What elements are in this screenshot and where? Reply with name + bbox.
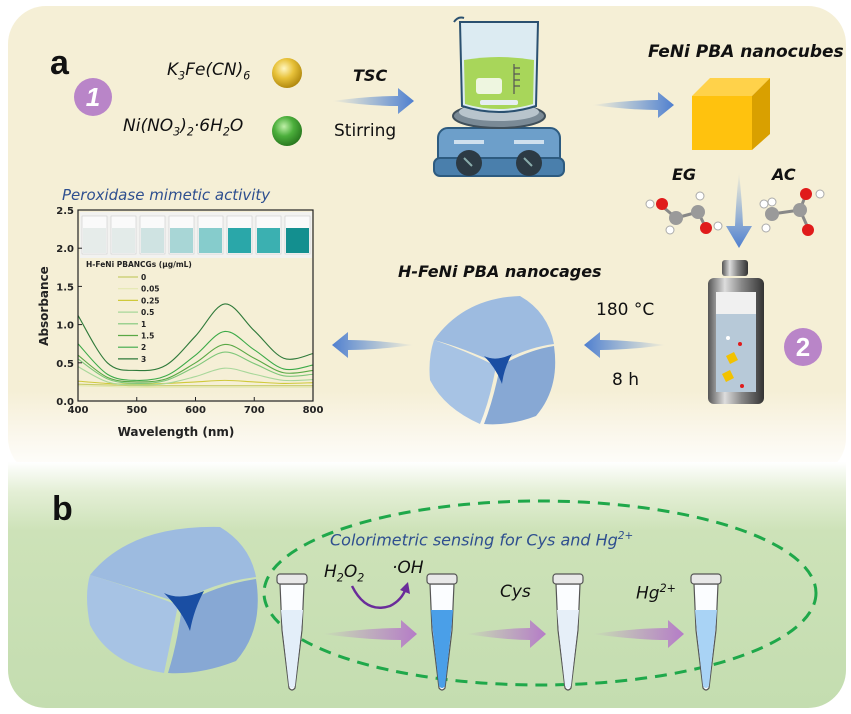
inset-vial-solution bbox=[141, 228, 164, 253]
x-tick-label: 800 bbox=[303, 405, 324, 416]
y-tick-label: 0.0 bbox=[56, 397, 74, 408]
x-tick-label: 500 bbox=[126, 405, 147, 416]
h2o2-label: H2O2 bbox=[324, 562, 365, 585]
chart-title: Peroxidase mimetic activity bbox=[62, 186, 271, 204]
y-tick-label: 2.5 bbox=[56, 206, 74, 217]
tube-after-cys bbox=[552, 573, 584, 691]
panel-b-label: b bbox=[52, 490, 73, 528]
legend-label-0.05: 0.05 bbox=[141, 285, 160, 294]
series-line-1 bbox=[77, 351, 314, 385]
inset-vial-solution bbox=[257, 228, 280, 253]
left-arrow-icon bbox=[332, 332, 414, 358]
legend-label-1.5: 1.5 bbox=[141, 332, 154, 341]
sensing-title: Colorimetric sensing for Cys and Hg2+ bbox=[330, 530, 634, 550]
legend-label-3: 3 bbox=[141, 355, 146, 364]
legend: 0 0.05 0.25 0.5 1 1.5 2 3 bbox=[118, 273, 160, 364]
legend-label-0: 0 bbox=[141, 273, 146, 282]
tube-initial bbox=[276, 573, 308, 691]
stirrer-beaker-icon bbox=[433, 16, 565, 177]
autoclave-icon bbox=[708, 260, 764, 404]
right-arrow-icon bbox=[592, 620, 684, 648]
arrow-1-top-label: TSC bbox=[353, 66, 388, 85]
molecule-models-icon bbox=[645, 188, 825, 236]
condition-time: 8 h bbox=[612, 370, 639, 390]
right-arrow-icon bbox=[592, 92, 674, 118]
x-tick-label: 700 bbox=[244, 405, 265, 416]
legend-label-0.25: 0.25 bbox=[141, 296, 160, 305]
nanocubes-label: FeNi PBA nanocubes bbox=[648, 42, 844, 62]
nanocage-icon bbox=[429, 296, 556, 425]
step-2-badge: 2 bbox=[784, 328, 822, 366]
eg-label: EG bbox=[672, 165, 697, 184]
step-1-badge: 1 bbox=[74, 78, 112, 116]
legend-label-2: 2 bbox=[141, 343, 146, 352]
x-axis-label: Wavelength (nm) bbox=[118, 425, 235, 439]
right-arrow-icon bbox=[322, 620, 417, 648]
nanocage-large-icon bbox=[87, 526, 258, 674]
green-sphere-icon bbox=[272, 116, 302, 146]
x-tick-label: 600 bbox=[185, 405, 206, 416]
y-tick-label: 2.0 bbox=[56, 244, 74, 255]
legend-label-0.5: 0.5 bbox=[141, 308, 154, 317]
series-line-3 bbox=[77, 303, 314, 372]
inset-vial-solution bbox=[170, 228, 193, 253]
ethylene-glycol-molecule-icon bbox=[645, 191, 723, 235]
panel-a-label: a bbox=[50, 44, 69, 82]
series-line-0 bbox=[77, 383, 313, 387]
vial-photo-inset bbox=[80, 212, 312, 258]
left-arrow-icon bbox=[584, 332, 666, 358]
y-tick-label: 1.0 bbox=[56, 321, 74, 332]
condition-temperature: 180 °C bbox=[596, 300, 655, 320]
legend-title: H-FeNi PBANCGs (μg/mL) bbox=[86, 260, 192, 269]
y-tick-label: 1.5 bbox=[56, 282, 74, 293]
ac-label: AC bbox=[772, 165, 796, 184]
series-line-0.5 bbox=[77, 366, 314, 386]
tube-oxidized-tmb bbox=[426, 573, 458, 691]
x-tick-label: 400 bbox=[68, 405, 89, 416]
reagent-spheres bbox=[272, 58, 302, 146]
y-axis-label: Absorbance bbox=[37, 266, 51, 346]
inset-vial-solution bbox=[112, 228, 135, 253]
series-line-2 bbox=[77, 330, 314, 381]
tube-after-hg bbox=[690, 573, 722, 691]
inset-vial-solution bbox=[83, 228, 106, 253]
inset-vial-solution bbox=[199, 228, 222, 253]
reagent-nickel-nitrate-label: Ni(NO3)2·6H2O bbox=[123, 116, 244, 139]
series-line-1.5 bbox=[77, 343, 314, 383]
yellow-sphere-icon bbox=[272, 58, 302, 88]
nanocube-icon bbox=[692, 78, 770, 150]
acetic-acid-molecule-icon bbox=[759, 188, 825, 236]
right-arrow-icon bbox=[332, 88, 414, 114]
tube-sequence bbox=[276, 573, 722, 691]
y-tick-label: 0.5 bbox=[56, 359, 74, 370]
nanocages-label: H-FeNi PBA nanocages bbox=[398, 262, 602, 281]
cys-label: Cys bbox=[500, 582, 531, 602]
down-arrow-icon bbox=[726, 172, 752, 248]
curved-arrow-icon bbox=[350, 582, 410, 609]
series-line-0.05 bbox=[77, 385, 313, 388]
right-arrow-icon bbox=[466, 620, 546, 648]
hydroxyl-radical-label: ·OH bbox=[392, 558, 424, 578]
spectra-lines bbox=[77, 303, 314, 388]
hg-label: Hg2+ bbox=[636, 582, 676, 604]
inset-vial-solution bbox=[286, 228, 309, 253]
arrow-1-bottom-label: Stirring bbox=[334, 121, 397, 141]
axis-ticks: 400 500 600 700 800 0.0 0.5 1.0 1.5 2.0 2.5 bbox=[56, 206, 323, 416]
legend-label-1: 1 bbox=[141, 320, 146, 329]
inset-vial-solution bbox=[228, 228, 251, 253]
absorbance-chart: 400 500 600 700 800 0.0 0.5 1.0 1.5 2.0 2.5 H-FeNi… bbox=[37, 206, 323, 439]
dashed-ellipse bbox=[262, 499, 818, 687]
reagent-k3fecn6-label: K3Fe(CN)6 bbox=[167, 60, 251, 83]
